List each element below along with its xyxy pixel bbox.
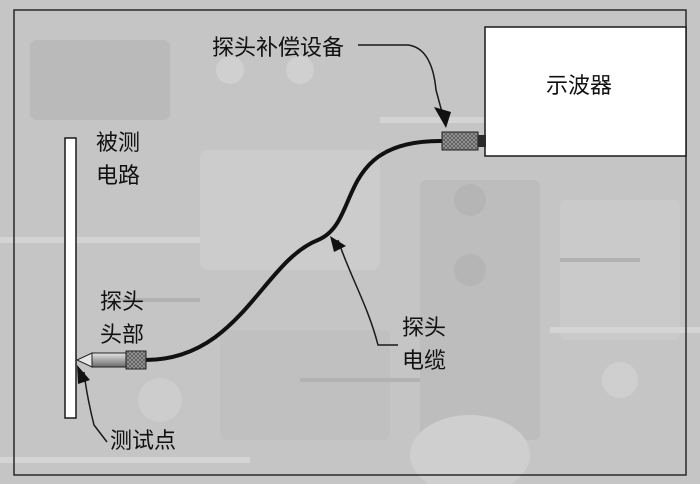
- probe-cable-label: 探头 电缆: [402, 312, 446, 378]
- probe-tip-label-line-1: 探头: [100, 290, 145, 315]
- testpoint-arrowhead: [77, 365, 90, 384]
- probe-cable-label-line-1: 探头: [402, 316, 447, 341]
- probe-tip-label: 探头 头部: [100, 286, 144, 352]
- circuit-label-line-2: 电路: [96, 164, 141, 189]
- cable-arrowhead: [330, 236, 346, 252]
- compensation-device-label: 探头补偿设备: [212, 36, 345, 61]
- circuit-under-test-label: 被测 电路: [96, 127, 140, 193]
- cable-leader-line: [337, 239, 398, 346]
- oscilloscope-box: [484, 26, 687, 157]
- probe-tip: [75, 350, 147, 370]
- probe-cable-label-line-2: 电缆: [402, 349, 447, 374]
- circuit-label-line-1: 被测: [96, 131, 141, 156]
- scope-connector: [441, 131, 486, 151]
- diagram-frame: [13, 9, 687, 476]
- oscilloscope-label: 示波器: [546, 74, 613, 99]
- compensation-leader-line: [358, 44, 444, 117]
- probe-cable: [144, 138, 443, 362]
- probe-tip-label-line-2: 头部: [100, 323, 145, 348]
- test-point-label: 测试点: [110, 429, 177, 454]
- circuit-board-bar: [64, 137, 77, 419]
- compensation-arrowhead: [434, 107, 451, 128]
